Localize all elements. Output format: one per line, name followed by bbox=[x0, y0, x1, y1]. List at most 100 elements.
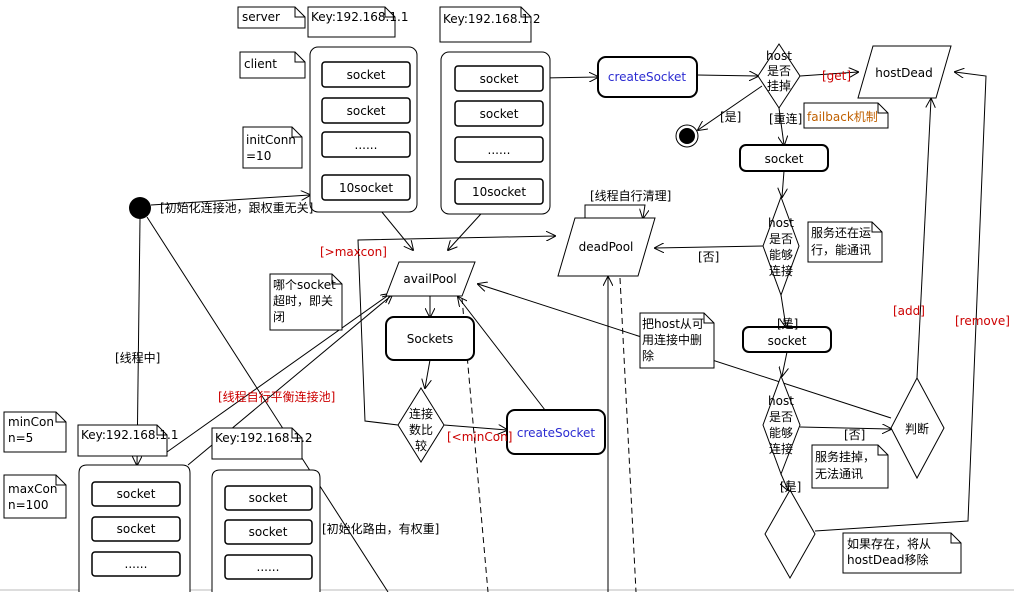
guard-lt-mincon: [<minCon] bbox=[447, 430, 512, 444]
decision-empty bbox=[764, 488, 816, 580]
decision-line: 数比 bbox=[409, 422, 433, 437]
decision-line: 是否 bbox=[767, 64, 791, 78]
socket-box bbox=[321, 131, 411, 158]
guard-yes-2: [是] bbox=[777, 317, 798, 331]
note-failback-text: failback机制 bbox=[807, 110, 878, 124]
edge-socketcheck-to-connect2 bbox=[782, 351, 787, 376]
decision-line: 挂掉 bbox=[767, 79, 791, 93]
guard-get: [get] bbox=[822, 69, 851, 83]
edges bbox=[137, 72, 987, 592]
host-dead-label: hostDead bbox=[875, 66, 933, 80]
decision-host-connect-1: host 是否 能够 连接 bbox=[762, 195, 800, 297]
socket-label: socket bbox=[480, 107, 519, 121]
socket-box bbox=[224, 485, 313, 511]
socket-label: ...... bbox=[125, 557, 148, 571]
client-pool-1: socket socket ...... bbox=[78, 464, 191, 592]
guard-add: [add] bbox=[893, 304, 925, 318]
edge-empty-to-hostdead bbox=[814, 72, 987, 532]
decision-conn-compare: 连接 数比 较 bbox=[397, 387, 445, 463]
edge-sockets-to-compare bbox=[425, 359, 430, 388]
edge-hostdown-to-hostdead bbox=[799, 72, 858, 76]
decision-line: 能够 bbox=[769, 426, 793, 440]
decision-judge: 判断 bbox=[890, 376, 945, 480]
socket-label: socket bbox=[347, 68, 386, 82]
socket-box bbox=[91, 481, 181, 507]
note-server-text: server bbox=[242, 10, 280, 24]
edge-reconnect-to-connect1 bbox=[782, 170, 784, 197]
create-socket-label: createSocket bbox=[608, 70, 687, 84]
server-pool-2: socket socket ...... 10socket bbox=[440, 51, 551, 215]
edge-client-key-to-availpool bbox=[166, 294, 390, 453]
edge-deadpool-selfloop bbox=[584, 204, 645, 218]
decision-judge-label: 判断 bbox=[905, 421, 929, 436]
note-timeout: 哪个socket 超时，即关 闭 bbox=[269, 273, 343, 331]
note-key-cli1-text: Key:192.168.1.1 bbox=[81, 428, 178, 442]
edge-connect2-to-judge bbox=[799, 427, 891, 429]
object-avail-pool: availPool bbox=[385, 261, 476, 297]
socket-box bbox=[454, 100, 544, 127]
note-timeout-line: 闭 bbox=[273, 310, 285, 324]
edge-createsocket-to-hostdown bbox=[696, 75, 758, 76]
edge-compare-to-createsocket bbox=[443, 425, 507, 430]
client-pool-2: socket socket ...... bbox=[211, 469, 321, 592]
edge-start-to-route bbox=[146, 216, 389, 592]
object-dead-pool: deadPool bbox=[557, 217, 656, 277]
action-create-socket-mid: createSocket bbox=[506, 409, 606, 455]
note-if-exists-line: 如果存在，将从 bbox=[847, 536, 931, 551]
decision-line: 能够 bbox=[769, 248, 793, 262]
note-key-cli2: Key:192.168.1.2 bbox=[211, 427, 312, 460]
note-down-line: 无法通讯 bbox=[815, 467, 863, 481]
note-timeout-line: 超时，即关 bbox=[273, 293, 333, 308]
edge-socket-to-createsocket bbox=[542, 77, 598, 78]
note-min-con-line: n=5 bbox=[8, 431, 33, 445]
note-failback: failback机制 bbox=[803, 102, 889, 129]
guard-labels: [初始化连接池，跟权重无关] [>maxcon] [线程中] [线程自行平衡连接… bbox=[115, 69, 1010, 536]
decision-line: 是否 bbox=[769, 410, 793, 424]
socket-label: ...... bbox=[355, 138, 378, 152]
socket-box bbox=[91, 551, 181, 577]
note-remove-host-line: 用连接中删 bbox=[642, 332, 702, 347]
socket-box bbox=[224, 519, 313, 545]
decision-line: 连接 bbox=[769, 263, 793, 278]
edge-start-to-client-pool bbox=[137, 218, 140, 465]
note-min-con: minCon n=5 bbox=[3, 411, 67, 453]
edge-compare-to-deadpool bbox=[357, 236, 555, 426]
note-key-srv1-text: Key:192.168.1.1 bbox=[311, 10, 408, 24]
initial-node bbox=[129, 197, 151, 219]
socket-label: 10socket bbox=[339, 181, 393, 195]
note-init-conn-line: =10 bbox=[246, 149, 271, 163]
note-max-con: maxCon n=100 bbox=[3, 474, 67, 519]
socket-reconnect-label: socket bbox=[765, 152, 804, 166]
decision-line: 连接 bbox=[769, 441, 793, 456]
note-key-cli2-text: Key:192.168.1.2 bbox=[215, 431, 312, 445]
socket-label: ...... bbox=[257, 560, 280, 574]
socket-box bbox=[224, 554, 313, 580]
socket-label: socket bbox=[249, 525, 288, 539]
edge-hostdown-to-reconnect bbox=[779, 107, 784, 145]
socket-box bbox=[321, 174, 411, 201]
note-if-exists: 如果存在，将从 hostDead移除 bbox=[842, 532, 962, 574]
object-host-dead: hostDead bbox=[857, 45, 952, 99]
socket-label: ...... bbox=[488, 143, 511, 157]
edge-start-to-server-pool bbox=[150, 195, 310, 206]
guard-no-2: [否] bbox=[844, 428, 865, 442]
guard-gt-maxcon: [>maxcon] bbox=[320, 245, 387, 259]
dashed-edge-deadpool bbox=[619, 277, 637, 592]
guard-init-pool: [初始化连接池，跟权重无关] bbox=[160, 200, 313, 215]
decision-line: host bbox=[766, 49, 792, 63]
socket-label: socket bbox=[480, 72, 519, 86]
decision-host-connect-2: host 是否 能够 连接 bbox=[762, 374, 801, 476]
note-init-conn: initConn =10 bbox=[242, 126, 303, 169]
guard-remove: [remove] bbox=[955, 314, 1010, 328]
note-alive-line: 行，能通讯 bbox=[811, 243, 871, 257]
socket-label: socket bbox=[347, 104, 386, 118]
note-key-srv2-text: Key:192.168.1.2 bbox=[443, 12, 540, 26]
note-remove-host-line: 除 bbox=[642, 348, 654, 363]
note-remove-host: 把host从可 用连接中删 除 bbox=[639, 312, 715, 369]
note-key-srv2: Key:192.168.1.2 bbox=[439, 6, 540, 43]
sockets-label: Sockets bbox=[407, 332, 453, 346]
socket-label: 10socket bbox=[472, 185, 526, 199]
note-key-srv1: Key:192.168.1.1 bbox=[307, 6, 408, 38]
note-max-con-line: n=100 bbox=[8, 498, 49, 512]
